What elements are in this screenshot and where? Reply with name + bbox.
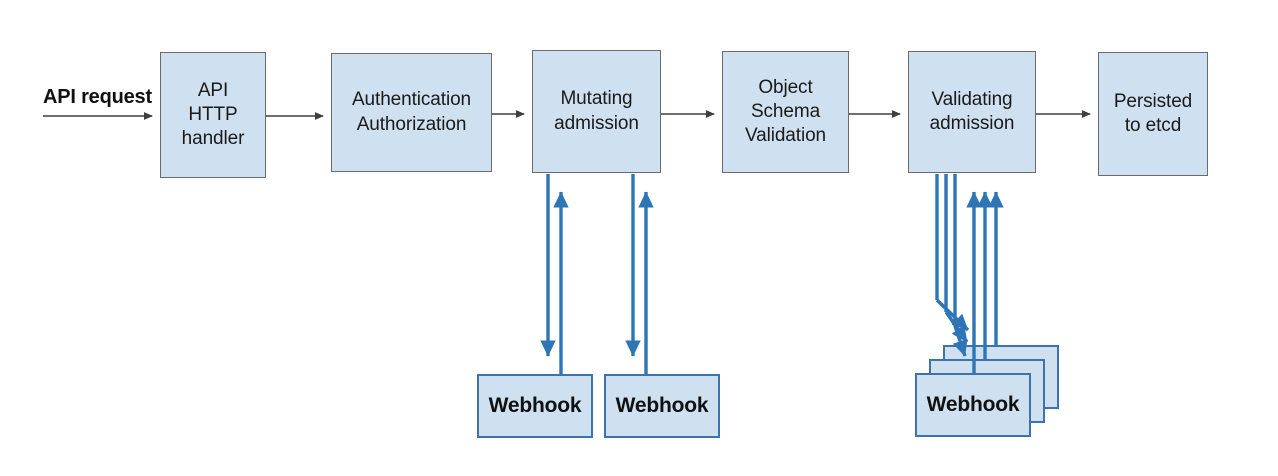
node-authentication-authorization[interactable]: Authentication Authorization xyxy=(331,53,492,172)
webhook-box-validating-front[interactable]: Webhook xyxy=(915,373,1031,437)
node-validating-admission[interactable]: Validating admission xyxy=(908,51,1036,173)
node-object-schema-validation[interactable]: Object Schema Validation xyxy=(722,51,849,173)
webhook-box-mutating-2[interactable]: Webhook xyxy=(604,374,720,438)
webhook-box-mutating-1[interactable]: Webhook xyxy=(477,374,593,438)
node-api-http-handler[interactable]: API HTTP handler xyxy=(160,52,266,178)
arrow-validating-call-1 xyxy=(935,174,970,332)
api-request-label: API request xyxy=(43,86,152,108)
arrow-validating-call-3 xyxy=(952,174,968,357)
node-persisted-to-etcd[interactable]: Persisted to etcd xyxy=(1098,52,1208,176)
arrow-validating-call-2 xyxy=(944,174,969,343)
node-mutating-admission[interactable]: Mutating admission xyxy=(532,50,661,173)
